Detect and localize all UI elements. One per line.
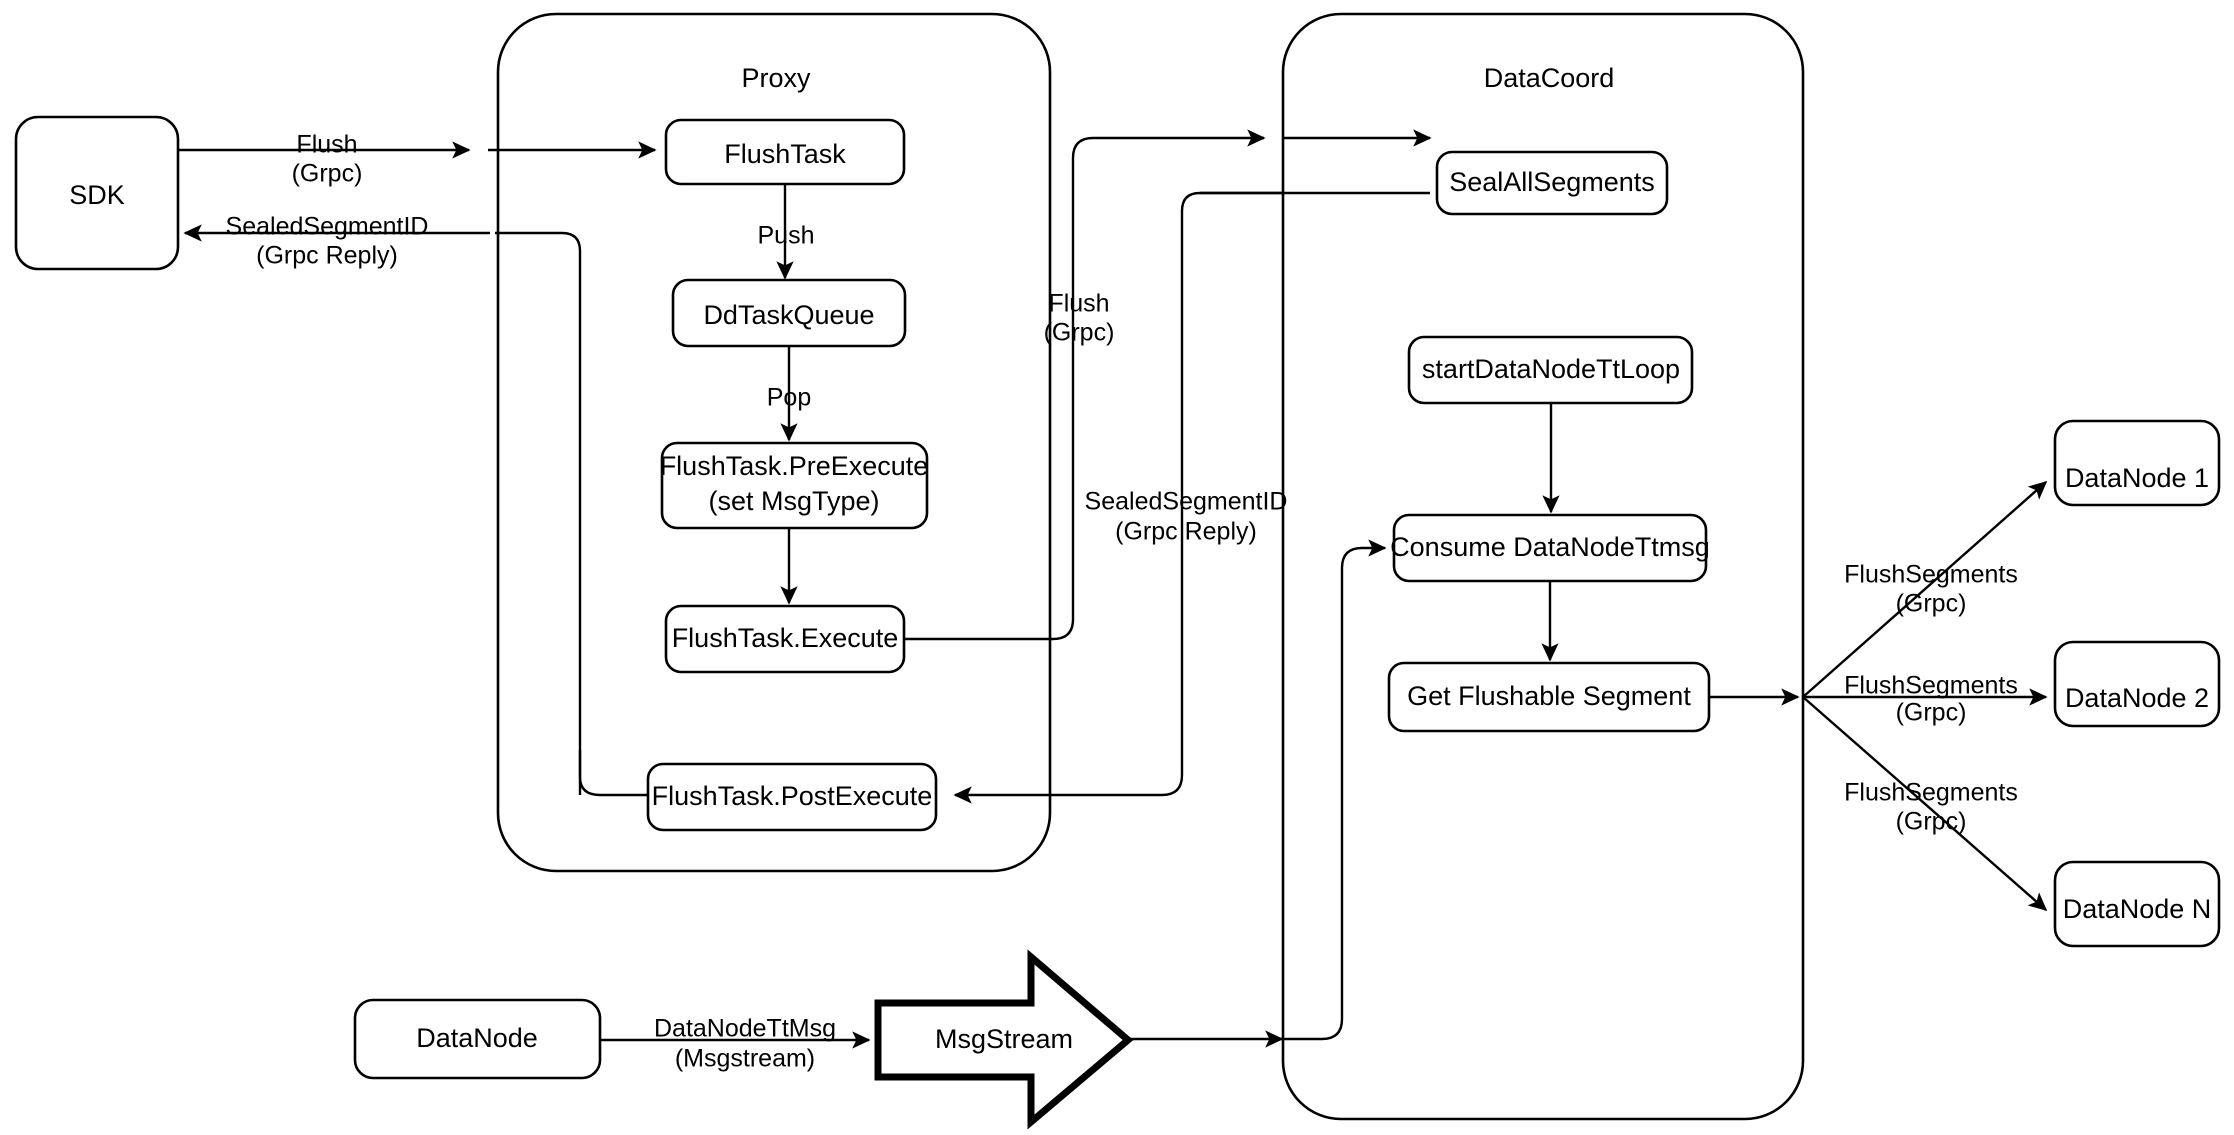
node-datanode-1[interactable] xyxy=(2053,419,2221,507)
edge-label-sealedsegmentid-reply-line2: (Grpc Reply) xyxy=(256,242,398,270)
edge-label-coord-sealedsegmentid-line2: (Grpc Reply) xyxy=(1115,518,1257,546)
node-msgstream-label: MsgStream xyxy=(935,1024,1073,1054)
node-datanode-1-label: DataNode 1 xyxy=(2065,463,2209,493)
node-startdatanodettloop-label: startDataNodeTtLoop xyxy=(1422,354,1680,384)
edge-label-sealedsegmentid-reply-line1: SealedSegmentID xyxy=(226,213,429,241)
node-flushtask-label: FlushTask xyxy=(724,139,846,169)
edge-label-flushsegments-n-line2: (Grpc) xyxy=(1896,808,1967,836)
node-flushtask-preexecute-label-line2: (set MsgType) xyxy=(708,486,879,516)
node-datanode-n-label: DataNode N xyxy=(2063,894,2212,924)
edge-label-pop: Pop xyxy=(767,384,811,412)
edge-label-push: Push xyxy=(758,222,815,250)
edge-label-flush-grpc-line1: Flush xyxy=(296,131,357,159)
edge-fanout-to-datanode-1 xyxy=(1802,480,2048,698)
edge-label-flush-grpc-line2: (Grpc) xyxy=(292,160,363,188)
edge-msgstream-into-consume xyxy=(1283,539,1387,1041)
edge-execute-to-datacoord xyxy=(904,129,1266,641)
node-msgstream-shape[interactable] xyxy=(874,949,1134,1130)
edge-postexecute-to-sdk-return xyxy=(495,231,582,795)
node-datanode-source-label: DataNode xyxy=(416,1023,538,1053)
group-datacoord xyxy=(1281,12,1805,1121)
group-proxy xyxy=(496,12,1052,873)
node-flushtask-preexecute-label-line1: FlushTask.PreExecute xyxy=(660,451,929,481)
node-sealallsegments[interactable] xyxy=(1435,150,1669,216)
node-consume-datanodettmsg-label: Consume DataNodeTtmsg xyxy=(1390,532,1710,562)
edge-sealall-to-postexecute xyxy=(953,191,1430,804)
node-ddtaskqueue-label: DdTaskQueue xyxy=(703,300,874,330)
group-datacoord-label: DataCoord xyxy=(1484,63,1615,93)
edge-label-flushsegments-1-line2: (Grpc) xyxy=(1896,590,1967,618)
edge-label-flushsegments-2-line2: (Grpc) xyxy=(1896,699,1967,727)
edge-label-coord-sealedsegmentid-line1: SealedSegmentID xyxy=(1085,488,1288,516)
node-datanode-n[interactable] xyxy=(2053,860,2221,948)
node-sealallsegments-label: SealAllSegments xyxy=(1449,167,1655,197)
edge-label-proxy-flush-grpc-line2: (Grpc) xyxy=(1044,319,1115,347)
node-flushtask-preexecute[interactable] xyxy=(660,441,929,530)
edge-label-proxy-flush-grpc-line1: Flush xyxy=(1048,290,1109,318)
node-sdk-label: SDK xyxy=(69,180,125,210)
node-sdk[interactable] xyxy=(14,115,180,271)
node-get-flushable-segment-label: Get Flushable Segment xyxy=(1407,681,1691,711)
node-flushtask-postexecute-label: FlushTask.PostExecute xyxy=(652,781,933,811)
edge-fanout-to-datanode-n xyxy=(1802,696,2048,912)
edge-label-datanodettmsg-line1: DataNodeTtMsg xyxy=(654,1015,836,1043)
node-flushtask-execute-label: FlushTask.Execute xyxy=(672,623,899,653)
edge-label-datanodettmsg-line2: (Msgstream) xyxy=(675,1045,815,1073)
node-datanode-2[interactable] xyxy=(2053,640,2221,728)
group-proxy-label: Proxy xyxy=(741,63,811,93)
edge-label-flushsegments-n-line1: FlushSegments xyxy=(1844,779,2018,807)
edge-postexecute-left-stub xyxy=(578,750,648,797)
edge-label-flushsegments-1-line1: FlushSegments xyxy=(1844,561,2018,589)
edge-label-flushsegments-2-line1: FlushSegments xyxy=(1844,672,2018,700)
node-flushtask-postexecute[interactable] xyxy=(646,762,938,832)
node-datanode-2-label: DataNode 2 xyxy=(2065,683,2209,713)
